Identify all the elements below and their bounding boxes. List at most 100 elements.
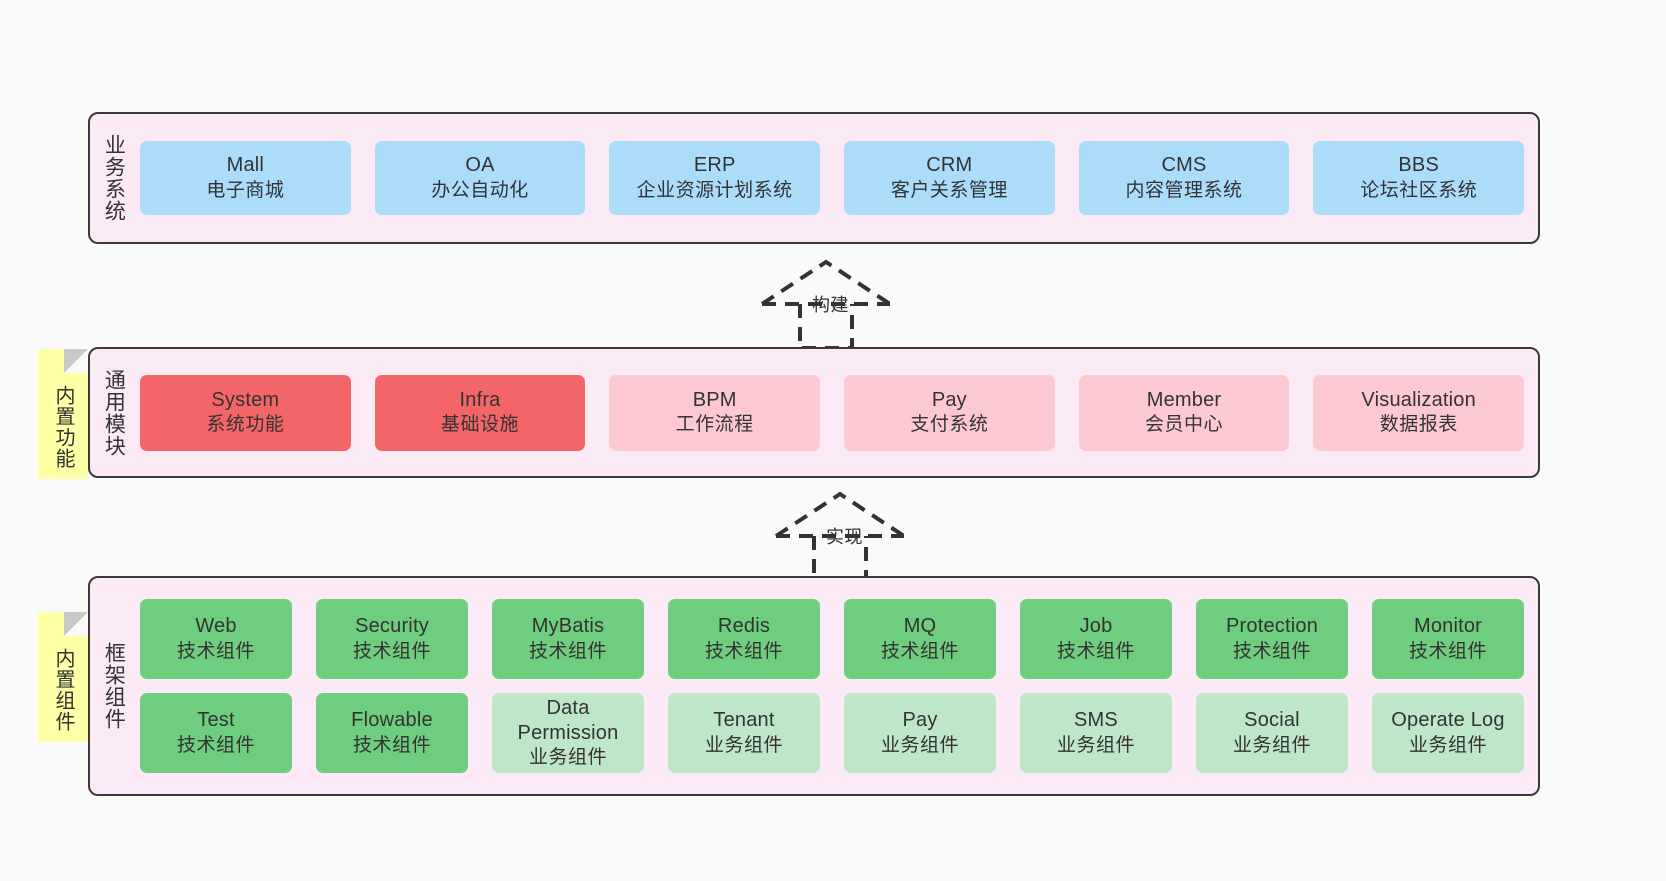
- layer-caption-general-modules: 通用模块: [102, 368, 126, 457]
- node-row: Web 技术组件 Security 技术组件 MyBatis 技术组件 Redi…: [140, 599, 1524, 679]
- node-mq[interactable]: MQ 技术组件: [844, 599, 996, 679]
- node-erp[interactable]: ERP 企业资源计划系统: [609, 141, 821, 215]
- node-oa[interactable]: OA 办公自动化: [374, 141, 586, 215]
- node-title-en: Web: [195, 615, 237, 638]
- node-system[interactable]: System 系统功能: [140, 374, 351, 451]
- node-title-en: Mall: [226, 154, 265, 177]
- node-sms[interactable]: SMS 业务组件: [1020, 693, 1172, 773]
- node-title-en: Operate Log: [1391, 709, 1505, 732]
- node-bbs[interactable]: BBS 论坛社区系统: [1313, 141, 1525, 215]
- layer-caption-business-systems: 业务系统: [102, 134, 126, 222]
- node-title-en: CRM: [926, 154, 973, 177]
- sticky-note-label: 内置组件: [52, 648, 74, 732]
- node-title-en: Member: [1146, 388, 1222, 411]
- node-pay[interactable]: Pay 支付系统: [844, 374, 1055, 451]
- node-title-cn: 内容管理系统: [1125, 179, 1243, 201]
- node-title-en: SMS: [1074, 709, 1118, 732]
- layer-framework-components: 框架组件 Web 技术组件 Security 技术组件 MyBatis 技术组件…: [88, 576, 1540, 796]
- node-title-en: Flowable: [351, 709, 433, 732]
- node-title-cn: 数据报表: [1379, 414, 1458, 436]
- node-title-cn: 业务组件: [880, 734, 959, 756]
- node-mybatis[interactable]: MyBatis 技术组件: [492, 599, 644, 679]
- node-social[interactable]: Social 业务组件: [1196, 693, 1348, 773]
- node-title-en: ERP: [693, 154, 736, 177]
- layer-business-systems: 业务系统 Mall 电子商城 OA 办公自动化 ERP 企业资源计划系统 CRM…: [88, 112, 1540, 244]
- node-title-en: Protection: [1225, 615, 1319, 638]
- node-title-en: Security: [355, 615, 429, 638]
- node-test[interactable]: Test 技术组件: [140, 693, 292, 773]
- node-web[interactable]: Web 技术组件: [140, 599, 292, 679]
- node-cms[interactable]: CMS 内容管理系统: [1078, 141, 1290, 215]
- node-title-en: MQ: [903, 615, 937, 638]
- layer-body-framework-components: Web 技术组件 Security 技术组件 MyBatis 技术组件 Redi…: [136, 578, 1538, 794]
- node-title-cn: 业务组件: [1056, 734, 1135, 756]
- node-tenant[interactable]: Tenant 业务组件: [668, 693, 820, 773]
- node-title-cn: 技术组件: [352, 640, 431, 662]
- node-title-en: Data Permission: [517, 696, 619, 745]
- node-pay-business[interactable]: Pay 业务组件: [844, 693, 996, 773]
- node-title-cn: 业务组件: [528, 747, 607, 769]
- node-title-en: OA: [465, 154, 495, 177]
- node-title-en: Monitor: [1413, 615, 1483, 638]
- sticky-note-builtin-components: 内置组件: [38, 612, 88, 742]
- layer-caption-framework-components: 框架组件: [102, 642, 126, 730]
- node-protection[interactable]: Protection 技术组件: [1196, 599, 1348, 679]
- node-title-cn: 技术组件: [1232, 640, 1311, 662]
- sticky-note-builtin-features: 内置功能: [38, 349, 88, 479]
- node-title-en: Job: [1079, 615, 1113, 638]
- node-title-cn: 论坛社区系统: [1360, 179, 1478, 201]
- node-row: System 系统功能 Infra 基础设施 BPM 工作流程 Pay 支付系统…: [140, 374, 1525, 451]
- node-title-cn: 技术组件: [352, 734, 431, 756]
- node-crm[interactable]: CRM 客户关系管理: [844, 141, 1055, 215]
- node-title-cn: 基础设施: [441, 414, 520, 436]
- node-title-en: Visualization: [1361, 388, 1476, 411]
- node-title-cn: 技术组件: [1408, 640, 1487, 662]
- layer-body-general-modules: System 系统功能 Infra 基础设施 BPM 工作流程 Pay 支付系统…: [136, 349, 1538, 476]
- node-title-cn: 企业资源计划系统: [636, 179, 793, 201]
- node-title-cn: 会员中心: [1145, 414, 1224, 436]
- node-title-cn: 电子商城: [206, 179, 285, 201]
- node-operate-log[interactable]: Operate Log 业务组件: [1372, 693, 1524, 773]
- layer-general-modules: 通用模块 System 系统功能 Infra 基础设施 BPM 工作流程 Pay…: [88, 347, 1540, 478]
- node-security[interactable]: Security 技术组件: [316, 599, 468, 679]
- node-title-en: CMS: [1161, 154, 1207, 177]
- node-title-en: Pay: [902, 709, 938, 732]
- node-mall[interactable]: Mall 电子商城: [140, 141, 351, 215]
- node-title-cn: 办公自动化: [431, 179, 529, 201]
- node-title-en: Pay: [931, 388, 967, 411]
- node-title-en: MyBatis: [531, 615, 605, 638]
- node-title-cn: 支付系统: [910, 414, 989, 436]
- connector-label-build: 构建: [812, 295, 849, 315]
- layer-body-business-systems: Mall 电子商城 OA 办公自动化 ERP 企业资源计划系统 CRM 客户关系…: [136, 114, 1538, 242]
- node-data-permission[interactable]: Data Permission 业务组件: [492, 693, 644, 773]
- node-visualization[interactable]: Visualization 数据报表: [1313, 374, 1525, 451]
- node-title-cn: 技术组件: [880, 640, 959, 662]
- node-title-en: System: [211, 388, 280, 411]
- node-title-cn: 业务组件: [1232, 734, 1311, 756]
- node-title-en: Social: [1244, 709, 1300, 732]
- node-title-en: Test: [197, 709, 235, 732]
- node-title-en: Tenant: [713, 709, 775, 732]
- node-title-cn: 业务组件: [1408, 734, 1487, 756]
- node-row: Test 技术组件 Flowable 技术组件 Data Permission …: [140, 693, 1524, 773]
- node-title-cn: 技术组件: [176, 734, 255, 756]
- node-row: Mall 电子商城 OA 办公自动化 ERP 企业资源计划系统 CRM 客户关系…: [140, 141, 1525, 215]
- node-title-cn: 技术组件: [704, 640, 783, 662]
- node-job[interactable]: Job 技术组件: [1020, 599, 1172, 679]
- node-title-en: BPM: [692, 388, 737, 411]
- connector-label-implement: 实现: [826, 527, 863, 547]
- node-monitor[interactable]: Monitor 技术组件: [1372, 599, 1524, 679]
- node-title-cn: 客户关系管理: [890, 179, 1008, 201]
- node-flowable[interactable]: Flowable 技术组件: [316, 693, 468, 773]
- node-infra[interactable]: Infra 基础设施: [374, 374, 586, 451]
- node-member[interactable]: Member 会员中心: [1078, 374, 1290, 451]
- node-title-cn: 业务组件: [704, 734, 783, 756]
- node-title-en: Infra: [459, 388, 501, 411]
- node-title-en: Redis: [717, 615, 771, 638]
- node-title-en: BBS: [1398, 154, 1439, 177]
- node-title-cn: 系统功能: [206, 414, 285, 436]
- node-title-cn: 技术组件: [176, 640, 255, 662]
- node-bpm[interactable]: BPM 工作流程: [609, 374, 821, 451]
- node-redis[interactable]: Redis 技术组件: [668, 599, 820, 679]
